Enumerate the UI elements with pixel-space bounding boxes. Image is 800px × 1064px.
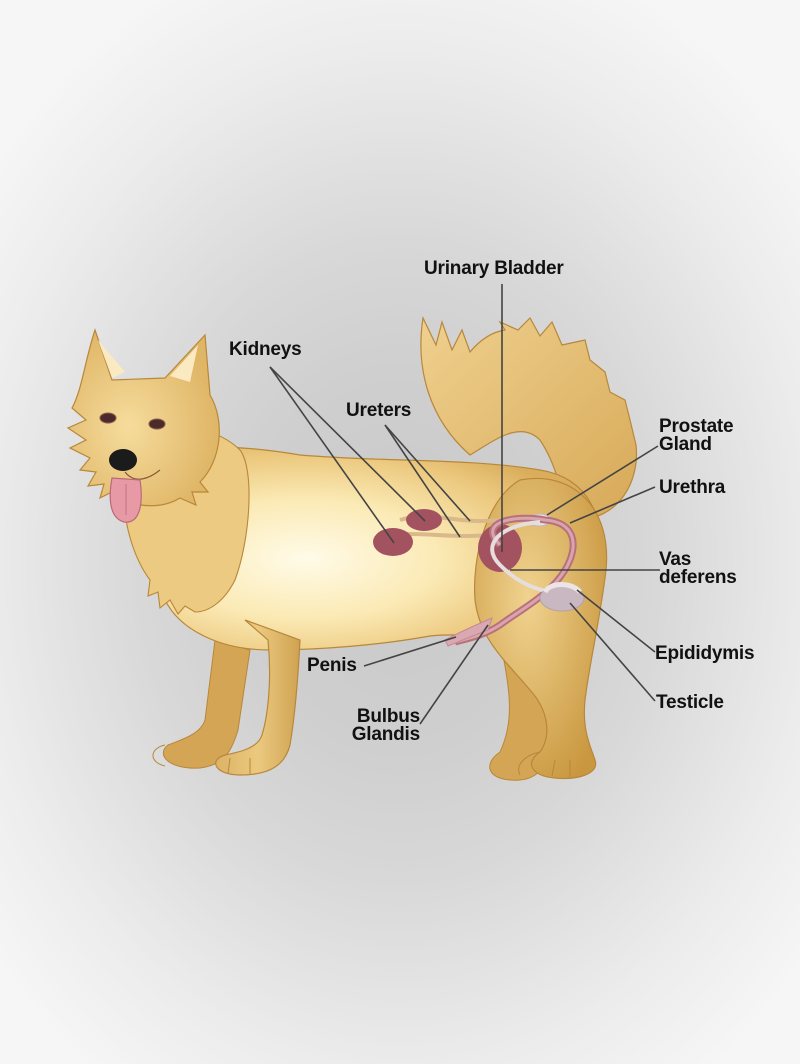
leader-urethra	[569, 486, 656, 524]
eye-right	[148, 418, 166, 430]
head	[66, 328, 220, 523]
label-vas-deferens: Vas deferens	[659, 549, 737, 588]
label-text: Prostate	[659, 416, 734, 437]
label-kidneys: Kidneys	[229, 339, 302, 360]
label-text: Kidneys	[229, 339, 302, 360]
leader-bulbus-glandis	[419, 624, 489, 725]
label-testicle: Testicle	[656, 692, 724, 713]
label-text: deferens	[659, 567, 737, 588]
label-urinary-bladder: Urinary Bladder	[424, 258, 564, 279]
vas-deferens-organ	[490, 520, 551, 594]
front-leg	[215, 619, 301, 776]
label-text: Bulbus	[356, 706, 420, 727]
penis-organ	[444, 617, 493, 647]
label-text: Vas	[659, 549, 692, 570]
leader-lines	[269, 284, 660, 725]
leader-prostate	[546, 445, 659, 516]
label-bulbus-glandis: Bulbus Glandis	[340, 706, 420, 745]
label-ureters: Ureters	[346, 400, 412, 421]
leader-ureter-lower	[384, 424, 461, 538]
label-text: Penis	[307, 655, 357, 676]
label-text: Testicle	[656, 692, 724, 713]
label-text: Ureters	[346, 400, 412, 421]
label-prostate-gland: Prostate Gland	[659, 416, 734, 455]
label-urethra: Urethra	[659, 477, 726, 498]
leader-testicle	[569, 602, 656, 702]
leader-kidney-far	[269, 366, 426, 522]
leader-ureter-upper	[384, 424, 471, 522]
far-front-leg	[162, 639, 251, 769]
label-text: Gland	[659, 434, 712, 455]
label-text: Urinary Bladder	[424, 258, 564, 279]
label-text: Epididymis	[655, 643, 755, 664]
nose	[109, 449, 137, 471]
tail	[420, 315, 638, 521]
urinary-bladder-organ	[478, 524, 522, 572]
label-text: Glandis	[351, 724, 420, 745]
label-text: Urethra	[659, 477, 726, 498]
label-penis: Penis	[307, 655, 357, 676]
eye-left	[99, 412, 117, 424]
leader-kidney-near	[269, 366, 395, 544]
leader-penis	[363, 636, 457, 667]
label-epididymis: Epididymis	[655, 643, 755, 664]
leader-epididymis	[576, 589, 656, 653]
